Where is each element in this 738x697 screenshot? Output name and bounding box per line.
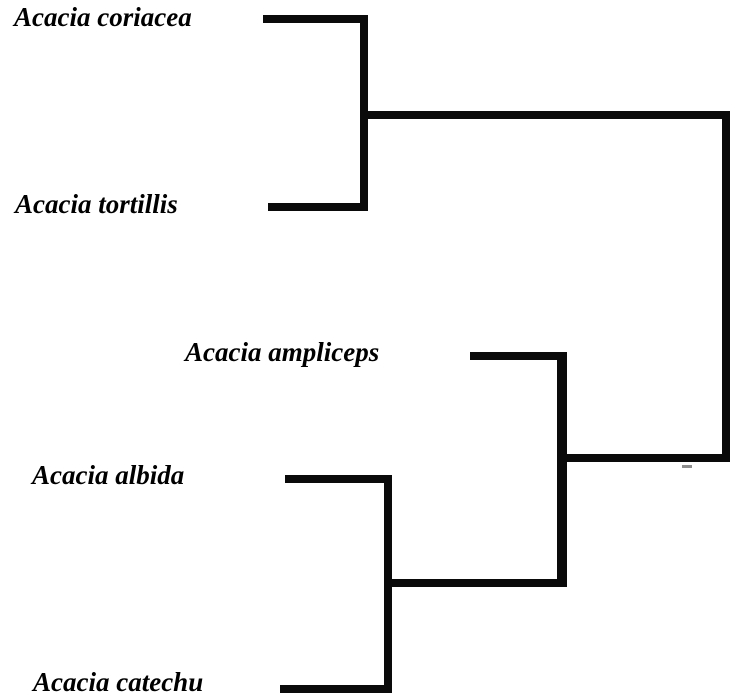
root-node-connector [722, 111, 730, 462]
tip-branch-ampliceps [470, 352, 567, 360]
tip-branch-coriacea [263, 15, 368, 23]
taxon-label-catechu: Acacia catechu [33, 667, 204, 697]
node-connector-ampliceps-clade [557, 352, 567, 587]
tip-branch-tortillis [268, 203, 368, 211]
taxon-label-tortillis: Acacia tortillis [15, 189, 178, 219]
stray-tick-mark [682, 465, 692, 468]
stem-branch-coriacea-tortillis [360, 111, 730, 119]
taxon-label-coriacea: Acacia coriacea [14, 2, 192, 32]
stem-branch-ampliceps-clade [557, 454, 730, 462]
tip-branch-albida [285, 475, 392, 483]
stem-branch-albida-catechu [384, 579, 567, 587]
taxon-label-ampliceps: Acacia ampliceps [185, 337, 380, 367]
tip-branch-catechu [280, 685, 392, 693]
taxon-label-albida: Acacia albida [32, 460, 185, 490]
